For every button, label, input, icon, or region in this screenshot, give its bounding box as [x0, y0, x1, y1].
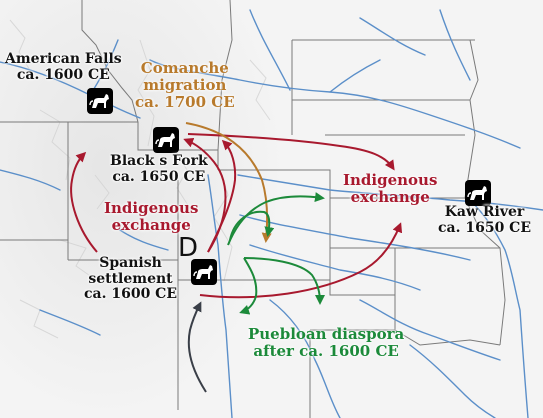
site-date: ca. 1650 CE: [112, 168, 206, 185]
site-date: ca. 1600 CE: [84, 286, 177, 303]
southern-route: [187, 301, 207, 393]
site-name: American Falls: [5, 51, 122, 67]
site-name: Black s Fork: [110, 153, 208, 169]
comanche-migration-route: [185, 122, 272, 243]
horse-icon: [87, 88, 113, 114]
site-label-spanish-settlement: Spanish settlement ca. 1600 CE: [84, 255, 177, 303]
horse-icon: [153, 127, 179, 153]
puebloan-diaspora-routes: [227, 192, 325, 315]
route-label-indigenous-exchange-west: Indigenous exchange: [104, 199, 199, 234]
route-label-puebloan-diaspora: Puebloan diaspora after ca. 1600 CE: [248, 325, 405, 360]
site-label-kaw-river: Kaw River ca. 1650 CE: [438, 204, 531, 236]
route-label-comanche: Comanche migration ca. 1700 CE: [135, 59, 235, 111]
route-label-indigenous-exchange-east: Indigenous exchange: [343, 171, 438, 206]
site-label-american-falls: American Falls ca. 1600 CE: [5, 51, 122, 83]
site-name-line1: Spanish: [99, 255, 162, 271]
site-name: Kaw River: [444, 204, 525, 220]
site-date: ca. 1650 CE: [438, 219, 531, 236]
horse-icon: [191, 259, 217, 285]
site-label-blacks-fork: Black s Fork ca. 1650 CE: [110, 153, 208, 185]
indigenous-exchange-routes: [70, 133, 403, 299]
site-name-line2: settlement: [88, 270, 173, 287]
horse-icon: [465, 180, 491, 206]
site-date: ca. 1600 CE: [16, 66, 110, 83]
site-letter-d: D: [178, 233, 199, 263]
rivers: [0, 9, 543, 418]
